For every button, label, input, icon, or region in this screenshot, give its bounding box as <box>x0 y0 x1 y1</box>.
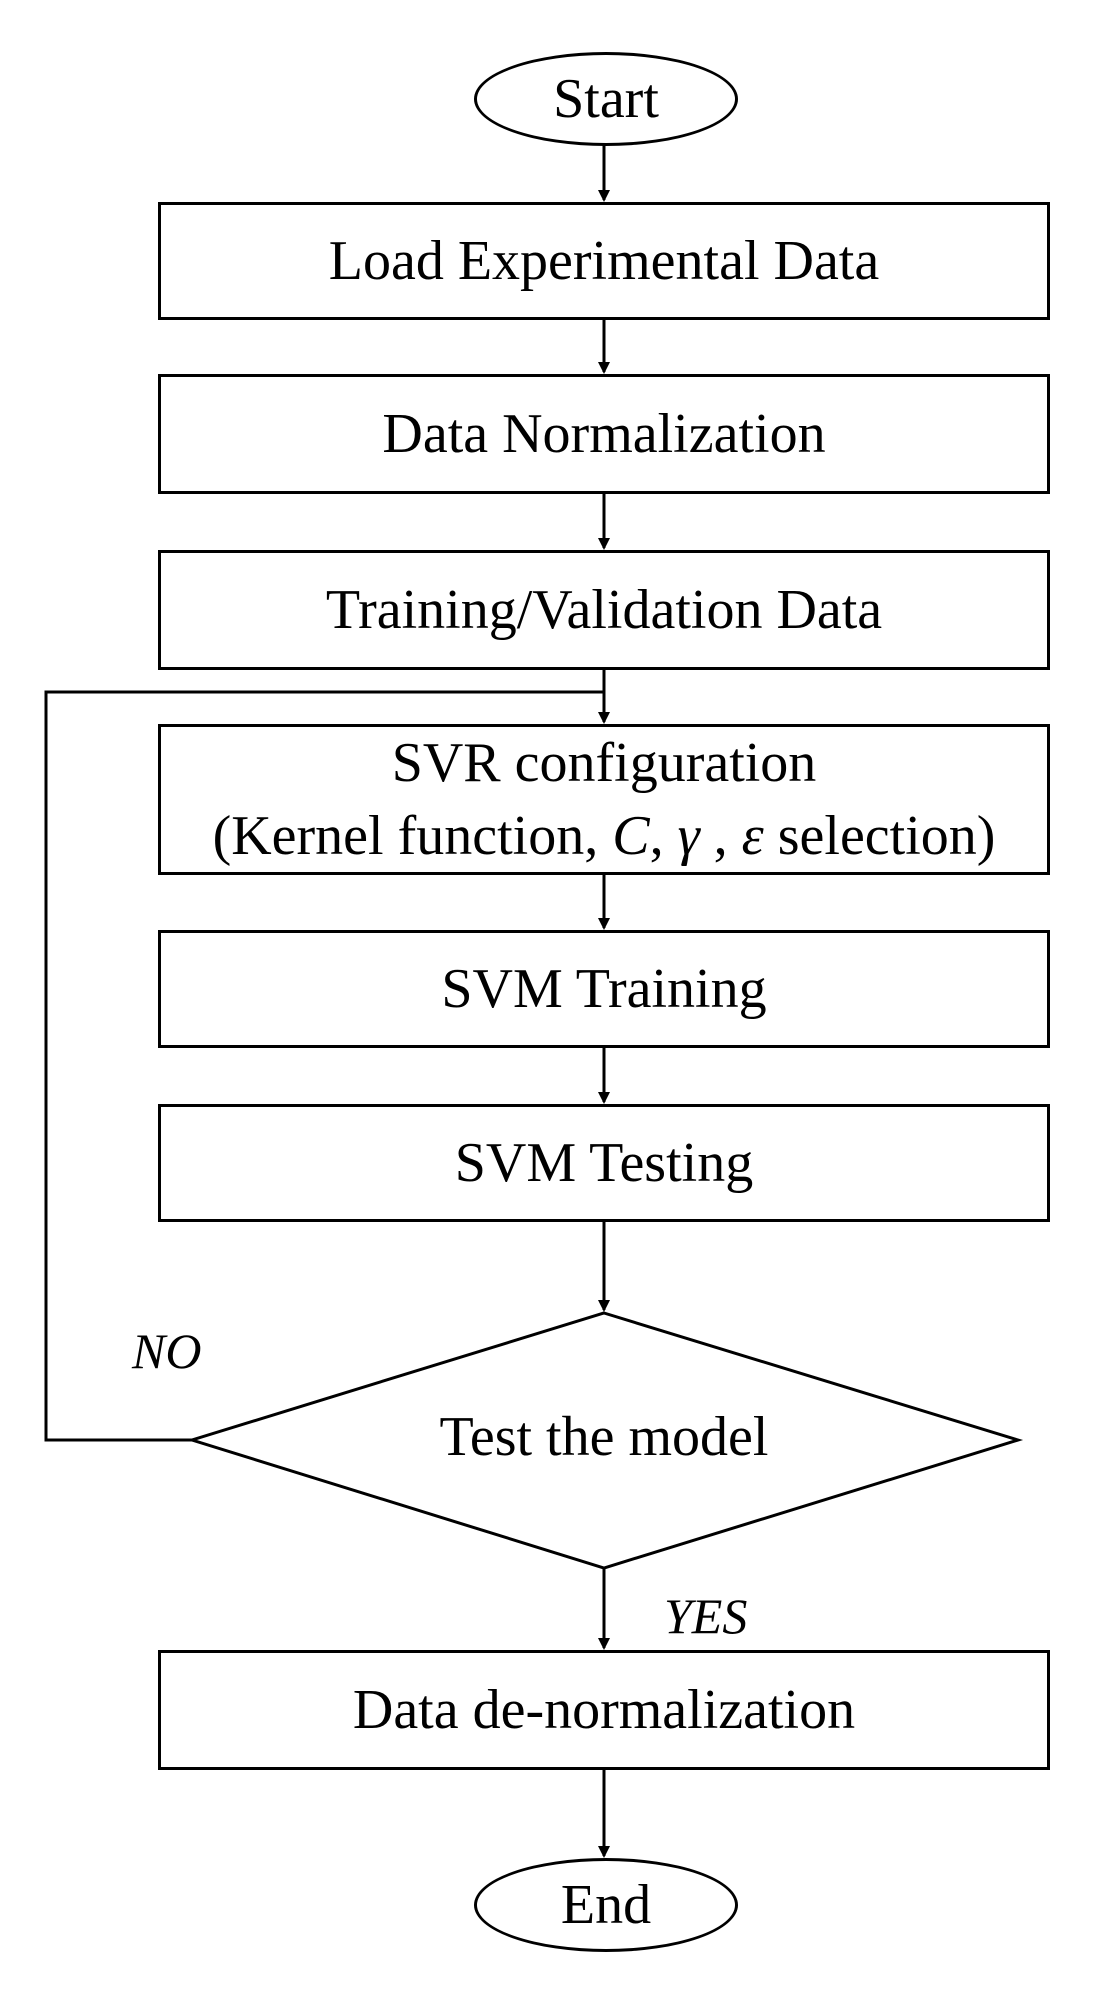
svr-sep-2: , <box>699 804 742 867</box>
process-svm-testing: SVM Testing <box>158 1104 1050 1222</box>
test-label: SVM Testing <box>454 1131 754 1194</box>
param-gamma: γ <box>677 804 700 867</box>
param-epsilon: ε <box>741 804 764 867</box>
svr-params-prefix: (Kernel function, <box>212 804 613 867</box>
svr-sep-1: , <box>649 804 678 867</box>
split-label: Training/Validation Data <box>325 578 883 641</box>
train-label: SVM Training <box>441 957 767 1020</box>
end-label: End <box>560 1873 652 1936</box>
no-label: NO <box>132 1323 202 1379</box>
param-c: C <box>612 804 650 867</box>
svr-params-suffix: selection) <box>763 804 996 867</box>
normalize-label: Data Normalization <box>382 402 826 465</box>
denorm-label: Data de-normalization <box>352 1678 856 1741</box>
end-node: End <box>474 1858 738 1952</box>
process-normalization: Data Normalization <box>158 374 1050 494</box>
process-split: Training/Validation Data <box>158 550 1050 670</box>
start-label: Start <box>553 67 659 130</box>
process-svr-config: SVR configuration (Kernel function, C, γ… <box>158 724 1050 875</box>
process-svm-training: SVM Training <box>158 930 1050 1048</box>
svr-title: SVR configuration <box>391 731 817 794</box>
arrow-no-loop <box>44 690 604 1442</box>
svr-params: (Kernel function, C, γ , ε selection) <box>213 800 996 873</box>
process-load-data: Load Experimental Data <box>158 202 1050 320</box>
yes-label: YES <box>664 1588 748 1644</box>
load-label: Load Experimental Data <box>328 229 880 292</box>
decision-label: Test the model <box>439 1406 769 1468</box>
start-node: Start <box>474 52 738 146</box>
process-denormalization: Data de-normalization <box>158 1650 1050 1770</box>
